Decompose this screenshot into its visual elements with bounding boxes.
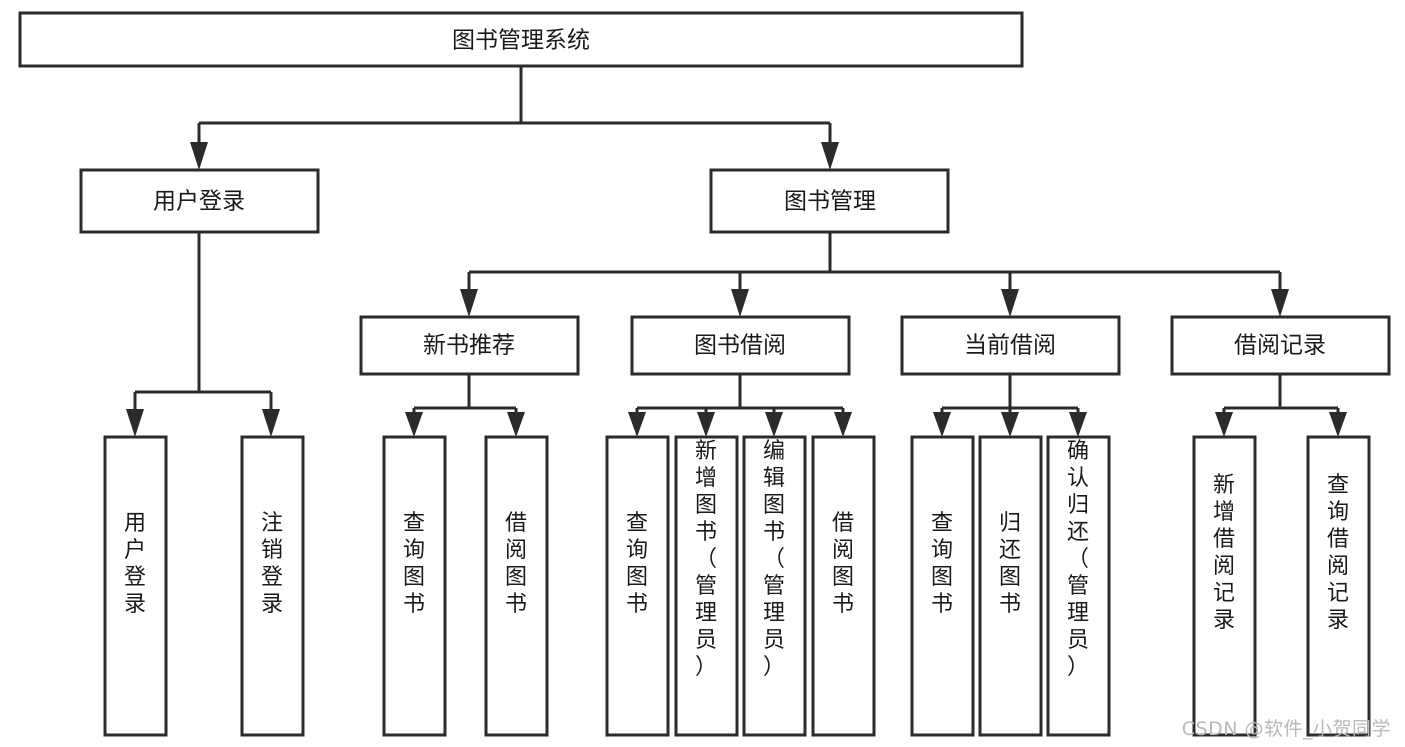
node-leaf-add-record-label: 新增借阅记录 (1213, 473, 1235, 633)
arrow-head-leaf-query-record (1329, 412, 1347, 437)
connector-group-borrow-record (1215, 374, 1347, 437)
arrow-head-book-management (821, 142, 839, 170)
node-new-book-recommend[interactable]: 新书推荐 (359, 315, 580, 376)
arrow-head-leaf-add-record (1215, 412, 1233, 437)
node-borrow-record-box[interactable] (1170, 315, 1391, 376)
arrow-head-new-book-recommend (460, 289, 478, 317)
node-leaf-return-book-label: 归还图书 (999, 511, 1021, 617)
connector-group-book-management (460, 232, 1289, 317)
node-current-borrow-label: 当前借阅 (964, 333, 1056, 359)
node-leaf-add-record-box[interactable] (1192, 435, 1257, 737)
node-leaf-user-login[interactable]: 用户登录 (103, 435, 168, 737)
connector-group-new-book-recommend (405, 374, 525, 437)
node-leaf-user-logout-label: 注销登录 (261, 511, 283, 617)
arrow-head-leaf-borrow-book-2 (834, 412, 852, 437)
connector-group-book-borrow (628, 374, 852, 437)
node-leaf-edit-book-label: 编辑图书（管理员） (763, 439, 785, 680)
node-leaf-add-book[interactable]: 新增图书（管理员） (674, 435, 739, 737)
node-leaf-edit-book[interactable]: 编辑图书（管理员） (742, 435, 807, 737)
node-leaf-borrow-book-2-box[interactable] (811, 435, 876, 737)
node-book-borrow-label: 图书借阅 (694, 333, 786, 359)
node-leaf-borrow-book-2-label: 借阅图书 (832, 511, 854, 617)
node-leaf-borrow-book-2[interactable]: 借阅图书 (811, 435, 876, 737)
arrow-head-leaf-query-book-1 (405, 412, 423, 437)
node-leaf-query-book-3[interactable]: 查询图书 (910, 435, 975, 737)
node-book-management-box[interactable] (709, 168, 950, 234)
node-leaf-user-logout-box[interactable] (240, 435, 305, 737)
node-leaf-user-login-box[interactable] (103, 435, 168, 737)
node-leaf-return-book-box[interactable] (978, 435, 1043, 737)
node-book-management-label: 图书管理 (784, 189, 876, 215)
arrow-head-current-borrow (1001, 289, 1019, 317)
node-leaf-borrow-book-1-label: 借阅图书 (505, 511, 527, 617)
node-leaf-user-login-label: 用户登录 (124, 511, 146, 617)
arrow-head-user-login (190, 142, 208, 170)
node-leaf-add-book-label: 新增图书（管理员） (695, 439, 717, 680)
node-user-login[interactable]: 用户登录 (79, 168, 320, 234)
node-current-borrow[interactable]: 当前借阅 (900, 315, 1121, 376)
node-leaf-confirm-return[interactable]: 确认归还（管理员） (1046, 435, 1111, 737)
node-leaf-query-book-2[interactable]: 查询图书 (605, 435, 670, 737)
arrow-head-borrow-record (1271, 289, 1289, 317)
node-book-borrow[interactable]: 图书借阅 (630, 315, 851, 376)
arrow-head-leaf-query-book-2 (628, 412, 646, 437)
node-root[interactable]: 图书管理系统 (18, 11, 1024, 68)
node-leaf-edit-book-box[interactable] (742, 435, 807, 737)
node-root-label: 图书管理系统 (452, 28, 590, 54)
node-leaf-query-book-1-box[interactable] (382, 435, 447, 737)
arrow-head-leaf-query-book-3 (933, 412, 951, 437)
node-leaf-query-book-2-label: 查询图书 (626, 511, 648, 617)
node-leaf-query-book-1-label: 查询图书 (403, 511, 425, 617)
node-leaf-query-record-label: 查询借阅记录 (1327, 473, 1349, 633)
connector-group-current-borrow (933, 374, 1087, 437)
node-user-login-box[interactable] (79, 168, 320, 234)
node-leaf-query-book-3-box[interactable] (910, 435, 975, 737)
node-leaf-query-book-1[interactable]: 查询图书 (382, 435, 447, 737)
node-leaf-user-logout[interactable]: 注销登录 (240, 435, 305, 737)
arrow-head-leaf-add-book (697, 412, 715, 437)
arrow-head-leaf-user-login (126, 409, 144, 437)
node-borrow-record-label: 借阅记录 (1234, 333, 1326, 359)
node-book-borrow-box[interactable] (630, 315, 851, 376)
csdn-watermark: CSDN @软件_小贺同学 (1181, 718, 1391, 740)
node-leaf-add-record[interactable]: 新增借阅记录 (1192, 435, 1257, 737)
node-new-book-recommend-box[interactable] (359, 315, 580, 376)
node-leaf-return-book[interactable]: 归还图书 (978, 435, 1043, 737)
node-user-login-label: 用户登录 (153, 189, 245, 215)
node-new-book-recommend-label: 新书推荐 (423, 333, 515, 359)
arrow-head-book-borrow (731, 289, 749, 317)
arrow-head-leaf-confirm-return (1069, 412, 1087, 437)
node-leaf-add-book-box[interactable] (674, 435, 739, 737)
node-leaf-borrow-book-1-box[interactable] (484, 435, 549, 737)
node-leaf-query-record[interactable]: 查询借阅记录 (1306, 435, 1371, 737)
node-book-management[interactable]: 图书管理 (709, 168, 950, 234)
node-leaf-query-record-box[interactable] (1306, 435, 1371, 737)
arrow-head-leaf-borrow-book-1 (507, 412, 525, 437)
node-leaf-query-book-3-label: 查询图书 (931, 511, 953, 617)
node-current-borrow-box[interactable] (900, 315, 1121, 376)
node-borrow-record[interactable]: 借阅记录 (1170, 315, 1391, 376)
node-leaf-borrow-book-1[interactable]: 借阅图书 (484, 435, 549, 737)
arrow-head-leaf-return-book (1001, 412, 1019, 437)
node-leaf-confirm-return-box[interactable] (1046, 435, 1111, 737)
arrow-head-leaf-user-logout (262, 409, 280, 437)
arrow-head-leaf-edit-book (765, 412, 783, 437)
connector-group-root (190, 66, 839, 170)
node-root-box[interactable] (18, 11, 1024, 68)
connector-group-user-login (126, 232, 280, 437)
node-leaf-confirm-return-label: 确认归还（管理员） (1067, 439, 1089, 680)
node-leaf-query-book-2-box[interactable] (605, 435, 670, 737)
